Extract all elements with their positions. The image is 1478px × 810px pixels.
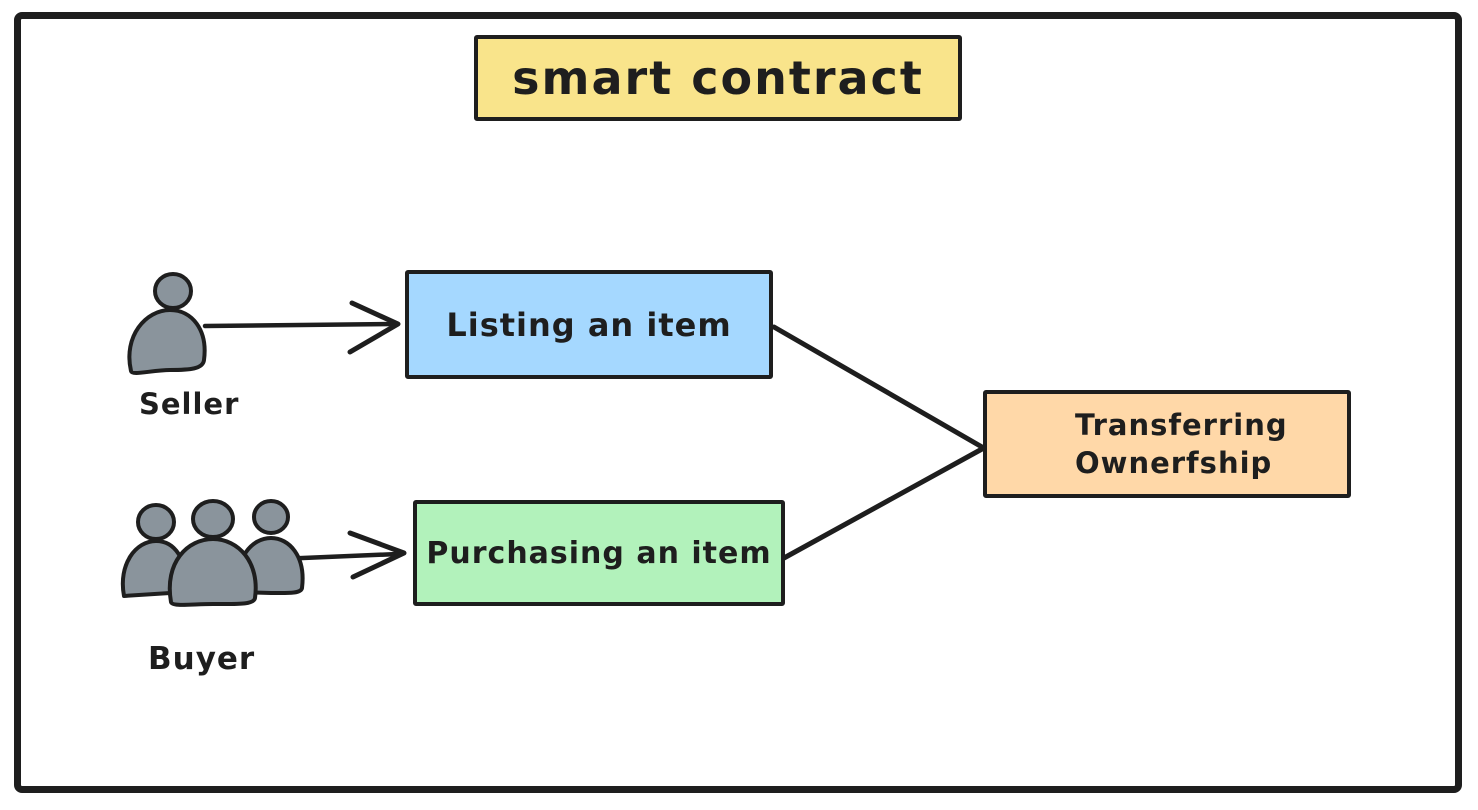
transferring-label-line2: Ownerfship <box>1075 446 1273 480</box>
transferring-label-line1: Transferring <box>1075 408 1288 442</box>
transferring-label: Transferring Ownerfship <box>1075 406 1288 482</box>
diagram-outer-frame <box>14 12 1462 793</box>
buyer-group-icon <box>120 499 305 607</box>
seller-label: Seller <box>139 387 240 421</box>
title-box: smart contract <box>474 35 962 121</box>
node-purchasing-an-item: Purchasing an item <box>413 500 785 606</box>
node-listing-an-item: Listing an item <box>405 270 773 379</box>
listing-label: Listing an item <box>446 305 732 344</box>
title-label: smart contract <box>512 51 924 105</box>
node-transferring-ownership: Transferring Ownerfship <box>983 390 1351 498</box>
purchasing-label: Purchasing an item <box>426 535 772 571</box>
seller-person-icon <box>127 272 207 375</box>
buyer-label: Buyer <box>148 641 256 677</box>
